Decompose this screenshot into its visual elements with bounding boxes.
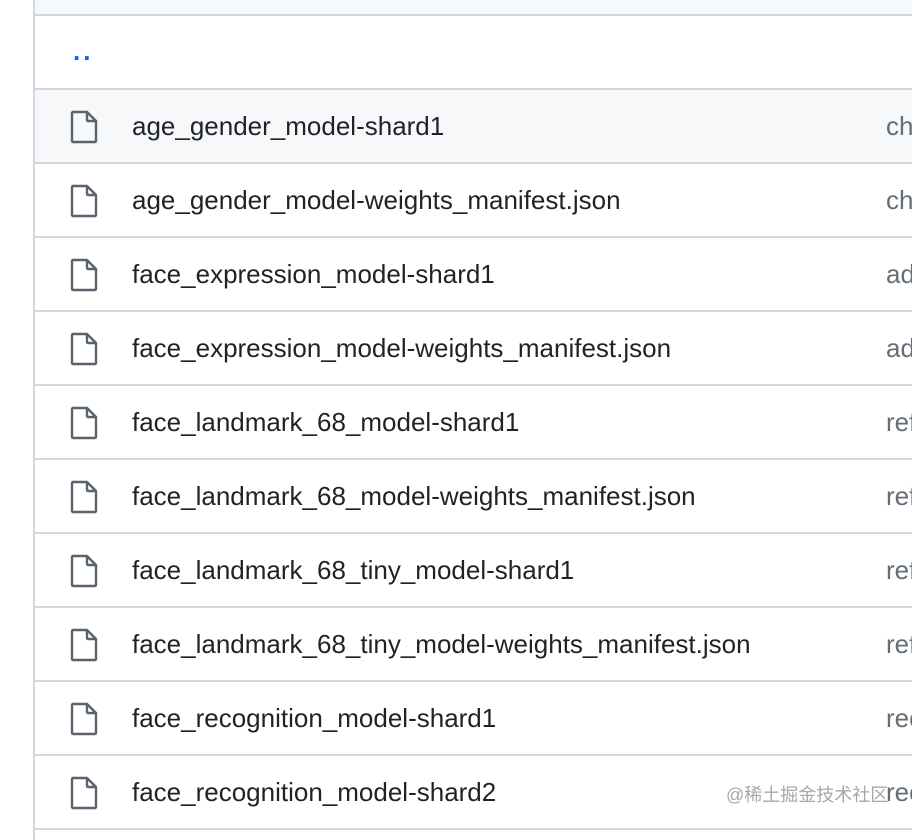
- file-row[interactable]: face_landmark_68_model-weights_manifest.…: [35, 460, 912, 534]
- file-icon: [69, 628, 99, 662]
- file-icon: [69, 110, 99, 144]
- watermark: @稀土掘金技术社区: [726, 785, 889, 805]
- file-row[interactable]: face_landmark_68_model-shard1 ref: [35, 386, 912, 460]
- file-icon: [69, 702, 99, 736]
- commit-message-link[interactable]: ref: [886, 629, 912, 659]
- file-name-link[interactable]: face_landmark_68_model-shard1: [132, 407, 520, 437]
- commit-message-link[interactable]: ad: [886, 259, 912, 289]
- file-icon: [69, 554, 99, 588]
- panel-header-strip: [35, 0, 912, 16]
- commit-message-link[interactable]: ad: [886, 333, 912, 363]
- file-icon: [69, 480, 99, 514]
- file-icon: [69, 184, 99, 218]
- commit-message-link[interactable]: rec: [886, 777, 912, 807]
- file-row[interactable]: face_landmark_68_tiny_model-shard1 ref: [35, 534, 912, 608]
- commit-message-link[interactable]: rec: [886, 703, 912, 733]
- file-name-link[interactable]: face_landmark_68_tiny_model-shard1: [132, 555, 575, 585]
- file-row[interactable]: face_expression_model-shard1 ad: [35, 238, 912, 312]
- file-icon: [69, 776, 99, 810]
- commit-message-link[interactable]: ref: [886, 555, 912, 585]
- file-icon: [69, 258, 99, 292]
- parent-directory-row[interactable]: ..: [35, 16, 912, 90]
- commit-message-link[interactable]: ref: [886, 481, 912, 511]
- file-row[interactable]: face_expression_model-weights_manifest.j…: [35, 312, 912, 386]
- file-icon: [69, 332, 99, 366]
- commit-message-link[interactable]: ch: [886, 111, 912, 141]
- file-row[interactable]: age_gender_model-weights_manifest.json ch: [35, 164, 912, 238]
- file-name-link[interactable]: age_gender_model-shard1: [132, 111, 445, 141]
- file-name-link[interactable]: face_recognition_model-shard1: [132, 703, 497, 733]
- file-row[interactable]: face_recognition_model-shard1 rec: [35, 682, 912, 756]
- file-name-link[interactable]: age_gender_model-weights_manifest.json: [132, 185, 621, 215]
- file-name-link[interactable]: face_expression_model-weights_manifest.j…: [132, 333, 672, 363]
- file-name-link[interactable]: face_recognition_model-shard2: [132, 777, 497, 807]
- file-name-link[interactable]: face_landmark_68_tiny_model-weights_mani…: [132, 629, 751, 659]
- commit-message-link[interactable]: ref: [886, 407, 912, 437]
- parent-directory-link[interactable]: ..: [73, 36, 94, 66]
- file-name-link[interactable]: face_expression_model-shard1: [132, 259, 495, 289]
- file-row[interactable]: age_gender_model-shard1 ch: [35, 90, 912, 164]
- file-name-link[interactable]: face_landmark_68_model-weights_manifest.…: [132, 481, 696, 511]
- file-row[interactable]: face_landmark_68_tiny_model-weights_mani…: [35, 608, 912, 682]
- commit-message-link[interactable]: ch: [886, 185, 912, 215]
- file-icon: [69, 406, 99, 440]
